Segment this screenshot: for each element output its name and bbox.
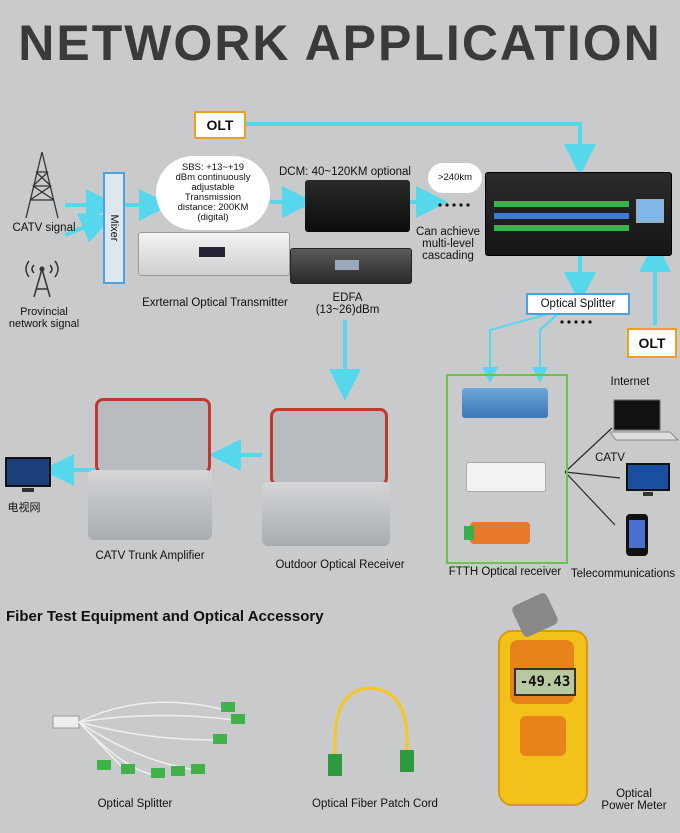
- patch-cord-label: Optical Fiber Patch Cord: [312, 798, 438, 810]
- trunk-amplifier-label: CATV Trunk Amplifier: [95, 550, 205, 562]
- tv-chinese-label: 电视网: [7, 501, 41, 514]
- outdoor-receiver-open: [270, 408, 388, 486]
- mixer-label: Mixer: [108, 214, 120, 242]
- catv-label: CATV: [595, 452, 625, 464]
- internet-label: Internet: [610, 376, 650, 388]
- olt-rack-device: [485, 172, 672, 256]
- telecom-label: Telecommunications: [570, 568, 676, 580]
- edfa-device: [290, 248, 412, 284]
- tv-left-icon: [5, 457, 51, 492]
- distance-bubble: >240km: [430, 165, 480, 191]
- olt-right-box: OLT: [627, 328, 677, 358]
- tv-icon: [626, 463, 670, 496]
- ftth-receiver-white: [466, 462, 546, 492]
- dcm-device: [305, 180, 410, 232]
- provincial-label: Provincial network signal: [8, 306, 80, 330]
- plc-splitter-image: [52, 701, 245, 778]
- optical-transmitter-device: [138, 232, 290, 276]
- acc-splitter-label: Optical Splitter: [97, 798, 173, 810]
- ftth-group-box: [446, 374, 568, 564]
- patch-cord-image: [328, 686, 414, 776]
- catv-signal-label: CATV signal: [12, 222, 76, 234]
- catv-tower-icon: [25, 151, 59, 219]
- dcm-label: DCM: 40~120KM optional: [278, 166, 411, 178]
- ftth-connector-orange: [464, 522, 530, 544]
- optical-splitter-box: Optical Splitter: [526, 293, 630, 315]
- power-meter-device: -49.43: [498, 630, 588, 806]
- olt-top-box: OLT: [194, 111, 246, 139]
- mixer-box: Mixer: [103, 172, 125, 284]
- transmitter-label: Exrternal Optical Transmitter: [142, 297, 288, 309]
- page-title: NETWORK APPLICATION: [18, 15, 662, 71]
- antenna-icon: [25, 260, 59, 298]
- trunk-amplifier-open: [95, 398, 211, 474]
- section-title-accessories: Fiber Test Equipment and Optical Accesso…: [6, 608, 324, 625]
- edfa-label: EDFA (13~26)dBm: [315, 292, 380, 316]
- sbs-bubble: SBS: +13~+19 dBm continuously adjustable…: [158, 158, 268, 228]
- power-meter-label: Optical Power Meter: [601, 788, 667, 812]
- trunk-amplifier-housing: [88, 470, 212, 540]
- cascading-label: Can achieve multi-level cascading: [416, 226, 480, 262]
- ftth-receiver-blue: [462, 388, 548, 418]
- outdoor-receiver-label: Outdoor Optical Receiver: [275, 559, 405, 571]
- meter-display: -49.43: [514, 668, 576, 696]
- ftth-label: FTTH Optical receiver: [448, 566, 562, 578]
- outdoor-receiver-housing: [262, 482, 390, 546]
- smartphone-icon: [626, 514, 648, 556]
- laptop-icon: [610, 399, 680, 441]
